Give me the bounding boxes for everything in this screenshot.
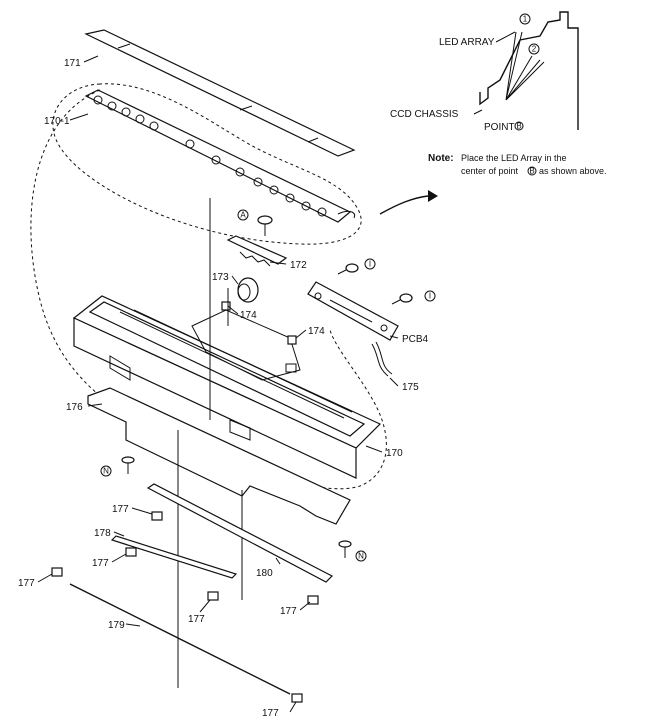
clip-177-e (307, 595, 319, 605)
callout-175: 175 (402, 382, 419, 393)
clip-177-f (291, 693, 303, 703)
inset-marker-2-label: 2 (532, 45, 537, 54)
screw-n-1 (121, 456, 135, 464)
glass-plate-171 (84, 29, 356, 157)
svg-text:B: B (516, 122, 521, 131)
clip-174-a (221, 301, 231, 311)
symbol-i-2: I (429, 292, 431, 301)
pcb4-board (307, 281, 399, 341)
inset-marker-2 (528, 43, 540, 55)
callout-174-a: 174 (240, 310, 257, 321)
arrow-head (428, 190, 438, 202)
callout-178: 178 (94, 528, 111, 539)
svg-text:B: B (529, 167, 534, 176)
cable-175 (371, 341, 393, 377)
symbol-n-2: N (358, 552, 364, 561)
callout-pcb4: PCB4 (402, 334, 429, 345)
led-placement-inset: 1 2 LED ARRAY CCD CHASSIS POINT B (390, 11, 579, 133)
callout-177-d: 177 (188, 614, 205, 625)
note-line-2-tail: as shown above. (539, 166, 607, 176)
note-line-1: Place the LED Array in the (461, 153, 567, 163)
screw-a (257, 215, 273, 225)
note-label: Note: (428, 153, 454, 164)
inset-marker-1 (519, 13, 531, 25)
clip-177-c (51, 567, 63, 577)
shaft-178 (110, 535, 238, 579)
screw-i-2 (399, 293, 413, 303)
bracket-172 (226, 235, 288, 265)
clip-174-b (287, 335, 297, 345)
callout-172: 172 (290, 260, 307, 271)
callout-177-c: 177 (18, 578, 35, 589)
screw-n-2 (338, 540, 352, 548)
callout-177-b: 177 (92, 558, 109, 569)
callout-176: 176 (66, 402, 83, 413)
callout-180: 180 (256, 568, 273, 579)
callout-177-e: 177 (280, 606, 297, 617)
callout-173: 173 (212, 272, 229, 283)
clip-177-b (125, 547, 137, 557)
led-array-label: LED ARRAY (439, 37, 495, 48)
callout-177-a: 177 (112, 504, 129, 515)
led-array-170-1 (84, 89, 356, 223)
callout-170: 170 (386, 448, 403, 459)
ccd-chassis-label: CCD CHASSIS (390, 109, 459, 120)
callout-170-1: 170-1 (44, 116, 70, 127)
symbol-n-1: N (103, 467, 109, 476)
point-symbol (514, 121, 524, 131)
point-label: POINT (484, 122, 515, 133)
callout-177-f: 177 (262, 708, 279, 719)
callout-174-b: 174 (308, 326, 325, 337)
led-group-outline (52, 83, 362, 245)
symbol-i-1: I (369, 260, 371, 269)
callout-179: 179 (108, 620, 125, 631)
note-block: Note: Place the LED Array in the center … (428, 153, 607, 176)
clip-177-a (151, 511, 163, 521)
callout-171: 171 (64, 58, 81, 69)
note-line-2: center of point (461, 166, 519, 176)
clip-177-d (207, 591, 219, 601)
screw-i-1 (345, 263, 359, 273)
ccd-chassis-170 (72, 295, 382, 479)
note-point-symbol (527, 166, 537, 176)
inset-marker-1-label: 1 (523, 15, 528, 24)
shaft-179 (69, 583, 291, 695)
shaft-180 (146, 483, 334, 583)
curved-arrow (379, 195, 429, 215)
symbol-a: A (240, 211, 246, 220)
base-plate-176 (87, 387, 351, 525)
